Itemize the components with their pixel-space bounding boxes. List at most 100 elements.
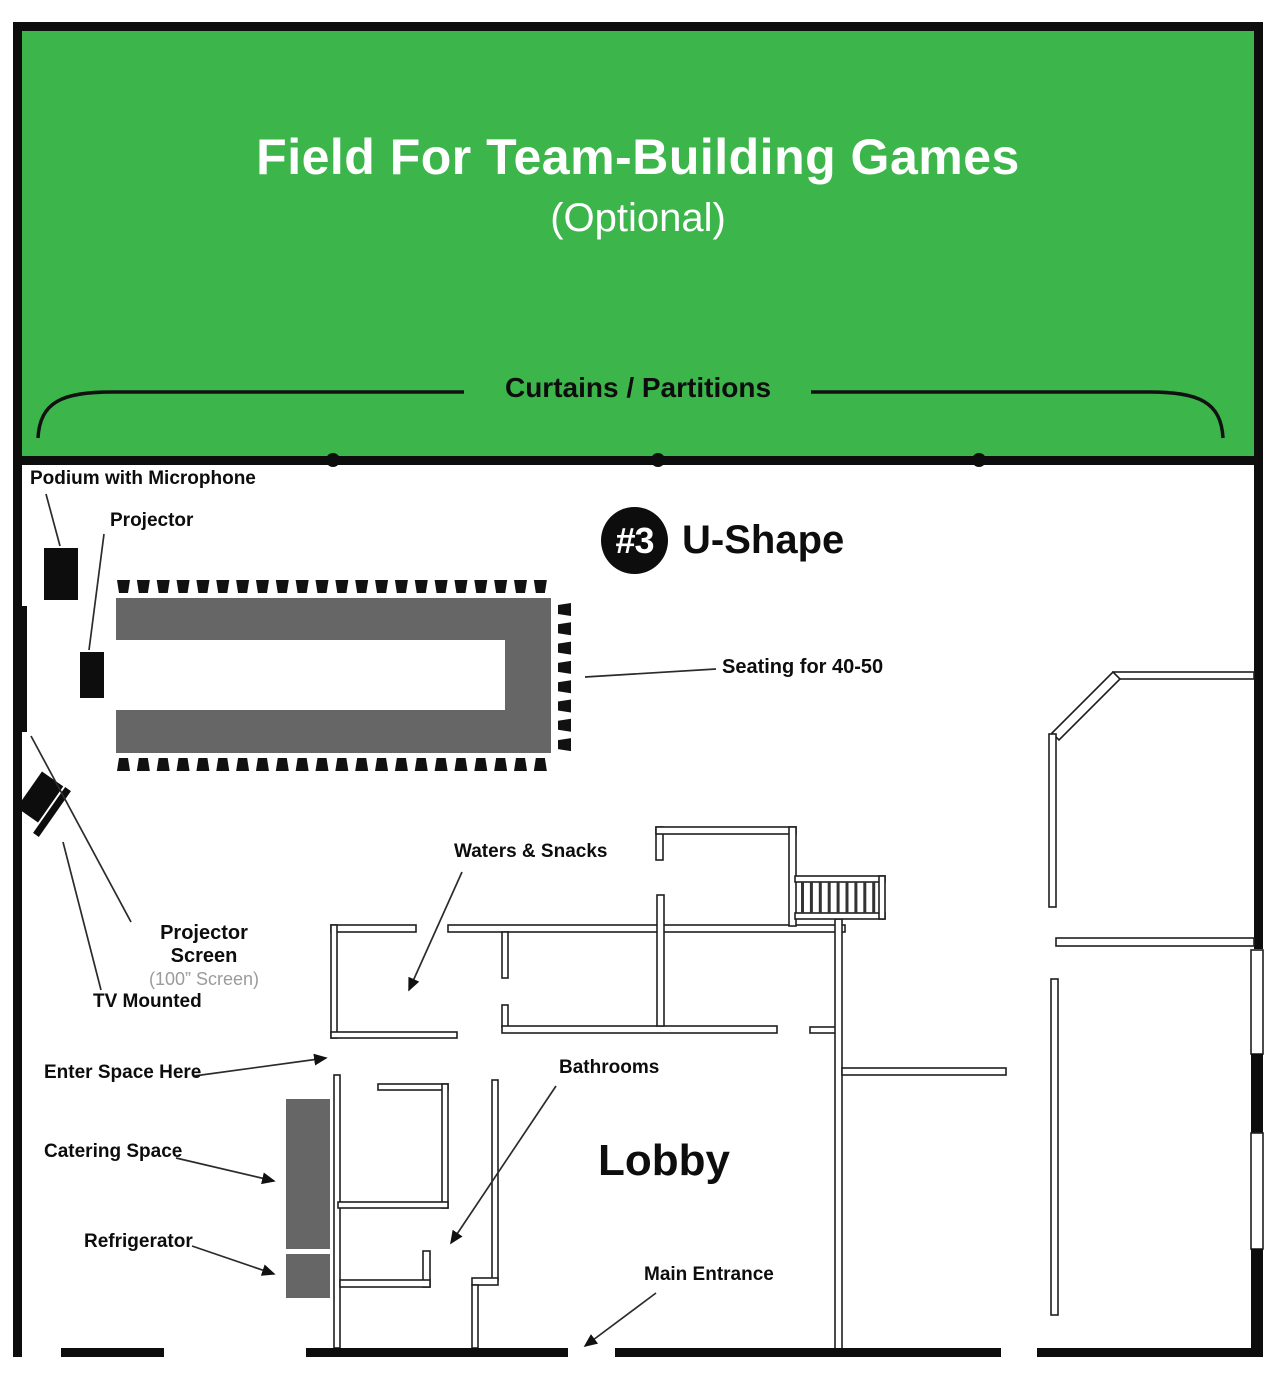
chair — [136, 758, 150, 771]
curtain-wall-line — [13, 456, 1263, 465]
chair — [558, 603, 571, 616]
chair — [474, 758, 488, 771]
curtain-anchor-dot — [651, 453, 665, 467]
railing-bar — [827, 882, 831, 913]
chair — [558, 680, 571, 694]
chair — [355, 580, 369, 593]
projector-screen-shape — [15, 606, 27, 732]
railing-bar — [801, 882, 804, 913]
curtain-anchor-dot — [972, 453, 986, 467]
chair — [335, 580, 349, 593]
chair — [558, 660, 571, 674]
chair — [414, 758, 428, 771]
chair — [275, 758, 289, 771]
railing-bar — [809, 882, 813, 913]
chair — [275, 580, 289, 593]
chair — [375, 580, 389, 593]
tv-mounted-label: TV Mounted — [93, 991, 202, 1012]
chair — [494, 580, 508, 593]
chair — [295, 580, 309, 593]
railing-bar — [863, 882, 867, 913]
chair — [117, 758, 130, 771]
chair — [434, 580, 448, 593]
projector-screen-size: (100” Screen) — [148, 969, 260, 989]
projector-label: Projector — [110, 510, 194, 531]
chair — [255, 758, 269, 771]
stair-railing — [794, 875, 886, 920]
bathrooms-label: Bathrooms — [559, 1057, 660, 1078]
railing-bar — [872, 882, 876, 913]
chair — [394, 758, 408, 771]
lobby-label: Lobby — [598, 1136, 730, 1185]
chair — [514, 580, 527, 593]
tv-mounted-shape — [16, 771, 71, 837]
exterior-walls — [61, 949, 1264, 1357]
railing-bar — [854, 882, 858, 913]
setup-number-badge: #3 — [601, 507, 668, 574]
chair — [454, 758, 468, 771]
projector-screen-title: Projector Screen — [160, 922, 248, 967]
chair — [414, 580, 428, 593]
chair — [176, 580, 190, 593]
window — [1250, 949, 1264, 1055]
railing-bar — [818, 882, 822, 913]
chair — [434, 758, 448, 771]
refrigerator-shape — [286, 1254, 330, 1298]
projector-screen-label: Projector Screen (100” Screen) — [126, 922, 282, 990]
chair — [156, 758, 170, 771]
catering-space-shape — [286, 1099, 330, 1249]
chair — [533, 758, 547, 771]
projector-shape — [80, 652, 104, 698]
main-entrance-label: Main Entrance — [644, 1264, 774, 1285]
chair — [176, 758, 190, 771]
callout-lines — [30, 493, 717, 1348]
u-shape-table — [116, 598, 551, 753]
chairs — [117, 580, 571, 771]
chair — [136, 580, 150, 593]
chair — [394, 580, 408, 593]
field-area — [22, 31, 1254, 457]
chair — [196, 758, 210, 771]
podium-label: Podium with Microphone — [30, 468, 256, 489]
chair — [558, 699, 571, 713]
railing-bar — [845, 882, 849, 913]
chair — [236, 580, 250, 593]
chair — [255, 580, 269, 593]
chair — [315, 580, 329, 593]
curtain-brace-lines — [36, 390, 1225, 439]
seating-label: Seating for 40-50 — [722, 656, 884, 678]
chair — [454, 580, 468, 593]
chair — [494, 758, 508, 771]
chair — [335, 758, 349, 771]
chair — [216, 580, 230, 593]
chair — [156, 580, 170, 593]
chair — [558, 738, 571, 752]
chair — [355, 758, 369, 771]
chair — [315, 758, 329, 771]
railing-bar — [836, 882, 840, 913]
page-title: Field For Team-Building Games — [256, 129, 1020, 185]
setup-name-label: U-Shape — [682, 518, 845, 562]
page-subtitle: (Optional) — [550, 196, 726, 240]
refrigerator-label: Refrigerator — [84, 1231, 193, 1252]
curtain-anchor-dot — [326, 453, 340, 467]
chair — [514, 758, 527, 771]
chair — [558, 622, 571, 636]
chair — [474, 580, 488, 593]
interior-walls — [330, 670, 1255, 1350]
setup-number: #3 — [615, 519, 654, 561]
curtains-label: Curtains / Partitions — [504, 372, 772, 403]
waters-snacks-label: Waters & Snacks — [454, 841, 608, 862]
chair — [295, 758, 309, 771]
catering-space-label: Catering Space — [44, 1141, 183, 1162]
podium-shape — [44, 548, 78, 600]
window — [1250, 1132, 1264, 1250]
chair — [236, 758, 250, 771]
chair — [533, 580, 547, 593]
chair — [558, 641, 571, 655]
chair — [375, 758, 389, 771]
chair — [196, 580, 210, 593]
chair — [558, 718, 571, 732]
